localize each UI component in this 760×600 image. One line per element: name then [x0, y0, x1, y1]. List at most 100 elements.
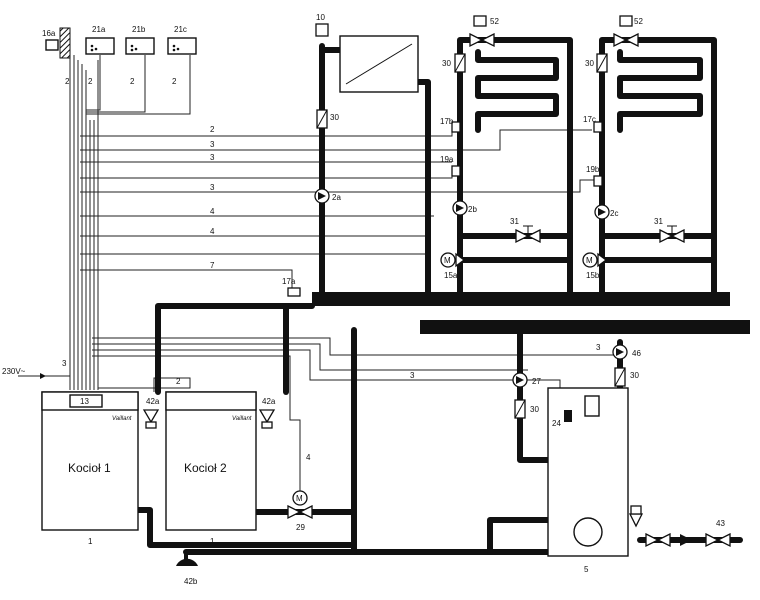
thermostatic-valve-b: 52: [469, 15, 499, 48]
wire-count: 2: [88, 77, 93, 86]
sensor-19b: 19b: [586, 165, 603, 187]
pump-label: 2a: [332, 193, 341, 202]
wire-count: 3: [596, 343, 601, 352]
tank-sensor-label: 24: [552, 419, 561, 428]
motor-symbol: M: [296, 494, 303, 503]
brand-mark: Vaillant: [232, 416, 252, 422]
check-valve-label: 30: [585, 59, 594, 68]
sensor-label: 17a: [282, 277, 296, 286]
check-valve-dhw: 30: [514, 399, 539, 419]
wire-count: 3: [210, 153, 215, 162]
wire-count-labels: 2 2 2 2 2 3 3 3 4 4 7 3 3 2 4 3: [62, 77, 601, 462]
check-valve-label: 30: [330, 113, 339, 122]
tank-sensor: 24: [552, 410, 572, 428]
boiler-1-label: Kocioł 1: [68, 461, 111, 475]
boiler-number-label: 1: [210, 537, 215, 546]
brand-mark: Vaillant: [112, 416, 132, 422]
wire-count: 4: [306, 453, 311, 462]
controller-label: 13: [80, 397, 89, 406]
pump-label: 2c: [610, 209, 618, 218]
bypass-valve-label: 31: [654, 217, 663, 226]
dhw-tank: 5: [547, 387, 629, 574]
remote-control-label: 21b: [132, 25, 146, 34]
wire-count: 3: [210, 183, 215, 192]
tank-number-label: 5: [584, 565, 589, 574]
supply-header: [312, 292, 730, 306]
remote-control-21a: 21a: [85, 25, 115, 55]
radiator: [339, 35, 419, 93]
expansion-vessel: 42b: [176, 552, 198, 586]
boiler-2: Vaillant Kocioł 2 1: [165, 391, 257, 546]
wire-count: 2: [130, 77, 135, 86]
outdoor-sensor: 16a: [42, 27, 71, 59]
check-valve-c: 30: [585, 53, 608, 73]
bypass-valve-label: 31: [510, 217, 519, 226]
air-vent: 10: [315, 13, 329, 37]
water-inlet-assembly: 43: [628, 505, 731, 548]
pump-label: 27: [532, 377, 541, 386]
return-header: [420, 320, 750, 334]
thermostatic-valve-label: 52: [634, 17, 643, 26]
check-valve-circ: 30: [614, 367, 639, 387]
boiler-1: 13 Vaillant Kocioł 1 1: [41, 391, 139, 546]
sensor-label: 17b: [440, 117, 454, 126]
remote-control-21b: 21b: [125, 25, 155, 55]
flow-sensor-17c: 17c: [583, 115, 603, 133]
wire-count: 2: [172, 77, 177, 86]
pump-2c: 2c: [594, 204, 618, 220]
check-valve-label: 30: [530, 405, 539, 414]
safety-valve-label: 42a: [262, 397, 276, 406]
header-sensor-17a: 17a: [282, 277, 301, 297]
motor-symbol: M: [444, 256, 451, 265]
water-inlet-label: 43: [716, 519, 725, 528]
circulation-pump: 46: [612, 344, 641, 360]
safety-valve-1: 42a: [142, 397, 160, 429]
wire-count: 4: [210, 227, 215, 236]
sensor-label: 19b: [586, 165, 600, 174]
voltage-label: 230V~: [2, 367, 26, 376]
sensor-label: 17c: [583, 115, 596, 124]
safety-valve-label: 42a: [146, 397, 160, 406]
safety-valve-2: 42a: [258, 397, 276, 429]
expansion-vessel-label: 42b: [184, 577, 198, 586]
wire-count: 2: [176, 377, 181, 386]
thermostatic-valve-label: 52: [490, 17, 499, 26]
wire-count: 3: [62, 359, 67, 368]
remote-control-label: 21a: [92, 25, 106, 34]
thermostatic-valve-c: 52: [613, 15, 643, 48]
wire-count: 7: [210, 261, 215, 270]
check-valve-label: 30: [630, 371, 639, 380]
pump-label: 46: [632, 349, 641, 358]
wire-count: 2: [210, 125, 215, 134]
boiler-2-label: Kocioł 2: [184, 461, 227, 475]
wire-count: 3: [410, 371, 415, 380]
wire-count: 3: [210, 140, 215, 149]
motor-symbol: M: [586, 256, 593, 265]
outdoor-sensor-label: 16a: [42, 29, 56, 38]
boiler-motor-valve: M 29: [287, 490, 313, 532]
check-valve-a: 30: [316, 109, 339, 129]
power-input: 230V~: [2, 367, 46, 379]
remote-control-label: 21c: [174, 25, 187, 34]
check-valve-b: 30: [442, 53, 466, 73]
wire-count: 2: [65, 77, 70, 86]
wire-count: 4: [210, 207, 215, 216]
pump-2a: 2a: [314, 188, 341, 204]
remote-control-21c: 21c: [167, 25, 197, 55]
bypass-valve-b: 31: [510, 217, 541, 244]
flow-sensor-17b: 17b: [440, 117, 461, 133]
bypass-valve-c: 31: [654, 217, 685, 244]
sensor-19a: 19a: [440, 155, 461, 177]
hydronic-pipes: [135, 37, 743, 555]
pump-2b: 2b: [452, 200, 477, 216]
mixing-valve-15a: M 15a: [440, 252, 466, 280]
check-valve-label: 30: [442, 59, 451, 68]
boiler-number-label: 1: [88, 537, 93, 546]
motor-valve-label: 29: [296, 523, 305, 532]
sensor-label: 19a: [440, 155, 454, 164]
dhw-pump: 27: [512, 372, 541, 388]
mixing-valve-15b: M 15b: [582, 252, 608, 280]
pump-label: 2b: [468, 205, 477, 214]
mixing-valve-label: 15b: [586, 271, 600, 280]
